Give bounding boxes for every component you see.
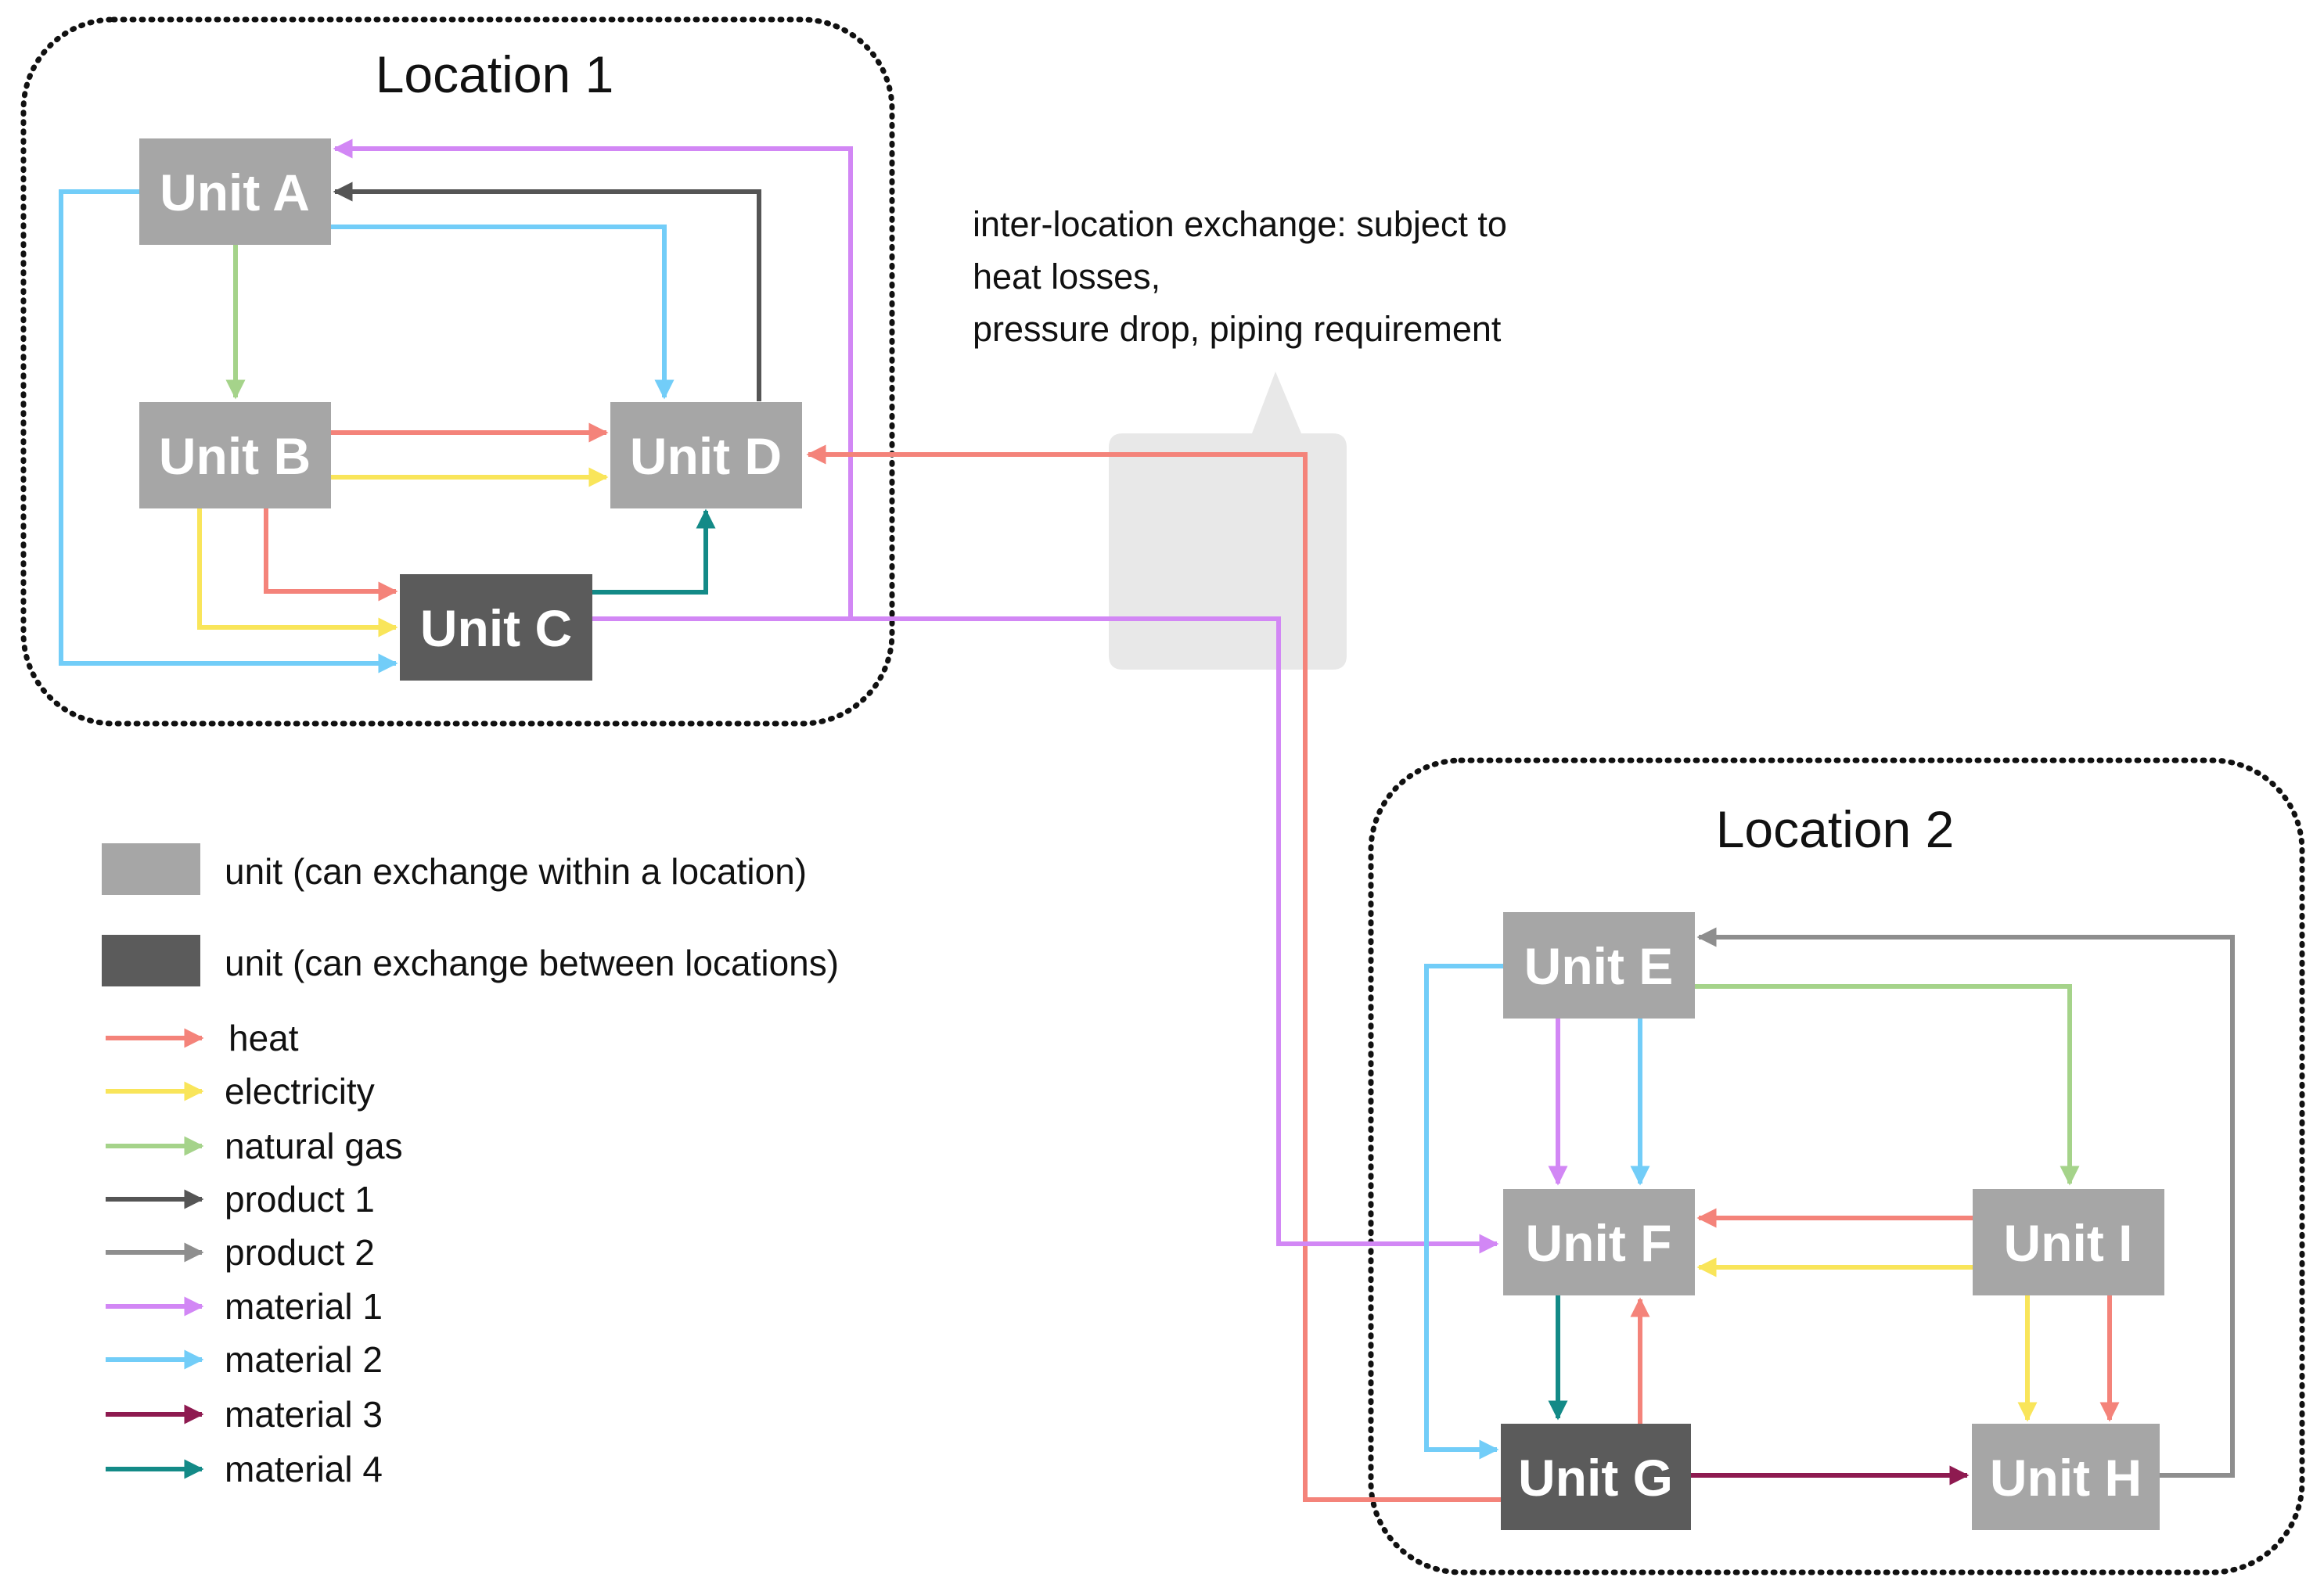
unit-f-box [1503, 1189, 1695, 1295]
unit-a-label: Unit A [160, 163, 310, 221]
flow-a-to-c-material-2 [59, 189, 398, 674]
unit-d-label: Unit D [630, 427, 782, 485]
unit-i-label: Unit I [2004, 1214, 2133, 1272]
unit-f: Unit F [1503, 1189, 1695, 1295]
callout-text-line-2: heat losses, [973, 257, 1160, 296]
unit-g-label: Unit G [1518, 1449, 1673, 1507]
unit-h-box [1972, 1424, 2160, 1530]
flow-e-to-i-natural-gas [1695, 984, 2080, 1186]
callout-text-line-1: inter-location exchange: subject to [973, 204, 1507, 244]
unit-f-label: Unit F [1526, 1214, 1672, 1272]
location-2-boundary [1368, 757, 2305, 1575]
flow-c-to-f-material-1 [592, 616, 1499, 1254]
unit-g-box [1501, 1424, 1691, 1530]
unit-h-label: Unit H [1990, 1449, 2142, 1507]
flow-c-to-a-material-1 [333, 138, 853, 621]
unit-a-box [139, 138, 331, 245]
inter-location-callout: inter-location exchange: subject to heat… [973, 204, 1507, 670]
flow-e-to-g-material-2 [1424, 964, 1503, 1460]
legend-label-unit-between: unit (can exchange between locations) [225, 943, 839, 983]
legend-label-material-1: material 1 [225, 1286, 383, 1327]
flow-c-to-d-material-4 [592, 508, 716, 595]
flow-d-to-a-product-1 [333, 181, 761, 401]
legend-label-electricity: electricity [225, 1071, 375, 1112]
flow-g-to-d-heat [806, 444, 1501, 1502]
unit-c-box [400, 574, 592, 681]
unit-c: Unit C [400, 574, 592, 681]
unit-i-box [1973, 1189, 2164, 1295]
legend-swatch-unit-between [102, 935, 200, 986]
unit-d: Unit D [610, 402, 802, 508]
flow-h-to-e-product-2 [1696, 927, 2235, 1478]
unit-e: Unit E [1503, 912, 1695, 1019]
legend-swatch-unit-within [102, 843, 200, 895]
legend-label-material-4: material 4 [225, 1449, 383, 1489]
location-2-title: Location 2 [1716, 800, 1955, 858]
callout-bubble [1109, 372, 1347, 670]
legend: unit (can exchange within a location) un… [102, 843, 839, 1489]
unit-e-box [1503, 912, 1695, 1019]
unit-e-label: Unit E [1524, 937, 1674, 995]
legend-label-natural-gas: natural gas [225, 1126, 403, 1166]
unit-b-box [139, 402, 331, 508]
unit-g: Unit G [1501, 1424, 1691, 1530]
legend-label-product-2: product 2 [225, 1232, 375, 1273]
location-1-boundary [20, 16, 895, 727]
unit-c-label: Unit C [420, 599, 572, 657]
unit-b-label: Unit B [159, 427, 311, 485]
location-1-title: Location 1 [376, 45, 614, 103]
unit-h: Unit H [1972, 1424, 2160, 1530]
flow-b-to-c-heat [264, 508, 398, 602]
callout-text-line-3: pressure drop, piping requirement [973, 309, 1502, 349]
legend-label-material-2: material 2 [225, 1339, 383, 1380]
unit-d-box [610, 402, 802, 508]
flow-b-to-c-electricity [197, 508, 398, 638]
flow-a-to-d-material-2 [331, 225, 675, 400]
legend-label-heat: heat [228, 1018, 299, 1058]
unit-b: Unit B [139, 402, 331, 508]
unit-a: Unit A [139, 138, 331, 245]
legend-label-material-3: material 3 [225, 1394, 383, 1435]
legend-flow-list: heat electricity natural gas product 1 produ… [106, 1018, 403, 1489]
unit-i: Unit I [1973, 1189, 2164, 1295]
legend-label-product-1: product 1 [225, 1179, 375, 1220]
legend-label-unit-within: unit (can exchange within a location) [225, 851, 807, 892]
